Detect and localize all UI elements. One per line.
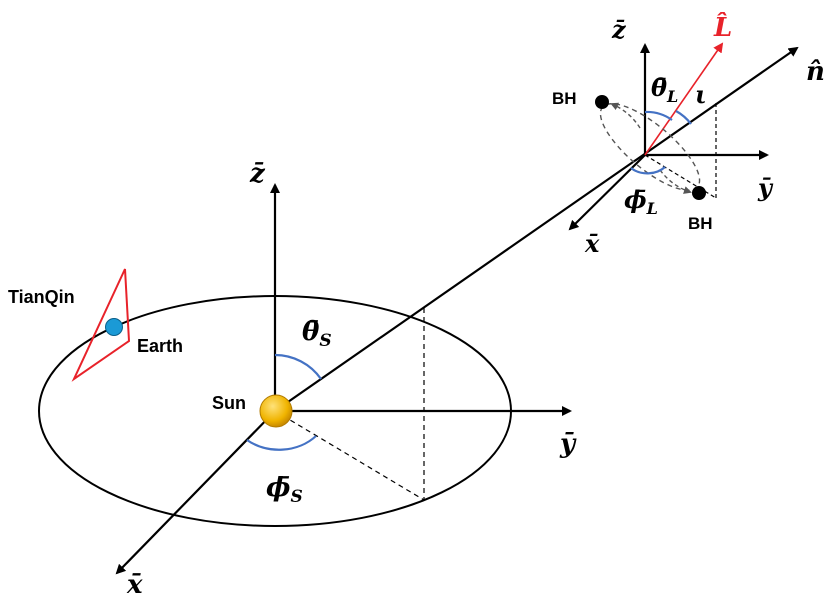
earth-label: Earth [137,336,183,356]
earth-icon [105,318,123,336]
bh-upper-label: BH [552,89,577,108]
main-x-axis-label: x̄ [126,570,143,600]
theta-l-arc [644,110,673,121]
phi-l-arc [630,166,666,175]
L-hat-label: L̂ [713,12,732,43]
main-z-axis-label: z̄ [249,159,266,189]
source-y-axis-label: ȳ [757,173,774,202]
phi-s-arc [246,435,317,451]
tianqin-label: TianQin [8,287,75,307]
n-hat-label: n̂ [806,57,825,87]
black-hole-upper-icon [595,95,609,109]
theta-s-label: θ̄S [302,317,332,351]
main-y-axis-label: ȳ [559,429,577,459]
n-hat-direction-line [274,46,799,412]
iota-arc [675,110,692,125]
binary-orbit-arrow-upper [610,102,641,129]
phi-l-label: ϕ̄L [624,185,658,218]
projection-ground-dash [274,410,425,501]
sun-icon [259,394,293,428]
black-hole-lower-icon [692,186,706,200]
binary-orbit-arrow-lower [659,169,692,194]
L-hat-vector [644,42,724,156]
phi-s-label: ϕ̄S [266,473,303,507]
theta-l-label: θ̄L [651,73,678,106]
main-x-axis [115,410,276,575]
source-x-axis-label: x̄ [584,229,600,258]
tianqin-triangle-icon [71,268,131,382]
source-x-axis [568,154,646,231]
source-z-axis-label: z̄ [611,15,627,44]
bh-lower-label: BH [688,214,713,233]
theta-s-arc [274,353,322,380]
iota-label: ι [695,80,707,109]
sun-label: Sun [212,393,246,413]
